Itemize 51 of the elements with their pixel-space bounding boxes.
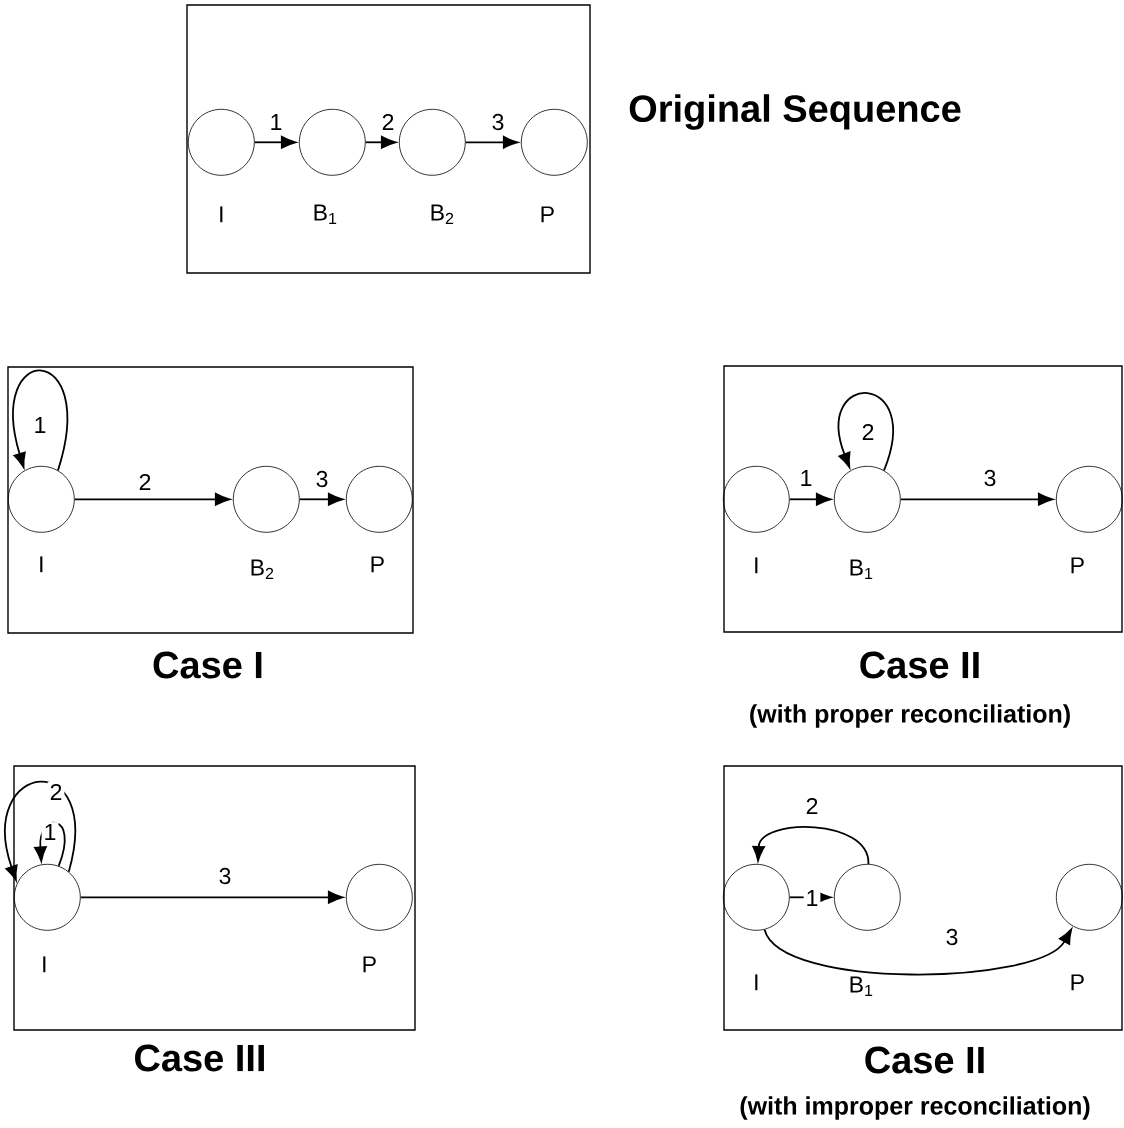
arrow — [79, 891, 344, 904]
arrow — [364, 136, 397, 149]
edge-label: 1 — [267, 112, 285, 132]
edge-label: 1 — [41, 822, 59, 842]
state-label: P — [371, 556, 384, 573]
arrow — [12, 369, 69, 472]
edge-label: 2 — [803, 796, 821, 817]
edge-label: 1 — [797, 468, 815, 488]
arrow — [752, 826, 870, 865]
state-label: I — [40, 556, 43, 573]
edge-label: 3 — [216, 865, 234, 887]
panel-subtitle: (with improper reconciliation) — [740, 1096, 1090, 1120]
edge-label: 2 — [136, 471, 154, 493]
state-label: B$_{1}$ — [850, 976, 873, 996]
state-label: I — [755, 557, 758, 574]
edge-label: 2 — [379, 111, 397, 133]
edge-label: 1 — [31, 415, 49, 435]
arrow — [253, 136, 297, 149]
state-label: B$_{2}$ — [251, 559, 274, 579]
state-label: I — [220, 206, 223, 223]
panel-subtitle: (with proper reconciliation) — [750, 704, 1070, 728]
panel-title: Case II — [865, 1046, 984, 1074]
arrow — [838, 392, 894, 472]
arrow — [788, 493, 832, 506]
state-label: I — [43, 956, 46, 973]
state-label: P — [541, 206, 554, 223]
state-label: B$_{1}$ — [314, 204, 337, 224]
edge-label: 3 — [489, 111, 507, 133]
arrow — [464, 136, 519, 149]
state-label: B$_{1}$ — [850, 559, 873, 579]
arrow — [899, 493, 1054, 506]
arrow — [4, 780, 76, 881]
arrow — [298, 493, 344, 506]
panel-title: Case I — [153, 651, 262, 679]
panel-title: Case III — [135, 1044, 264, 1072]
state-label: P — [363, 956, 376, 973]
state-label: B$_{2}$ — [431, 204, 454, 224]
edge-label: 3 — [313, 468, 331, 490]
edge-label: 2 — [859, 421, 877, 443]
edge-label: 3 — [943, 926, 961, 948]
edge-label: 2 — [47, 782, 65, 803]
arrow — [73, 493, 231, 506]
edge-label: 3 — [981, 467, 999, 489]
panel-title: Original Sequence — [629, 94, 961, 130]
arrow — [34, 822, 66, 867]
state-label: P — [1071, 974, 1084, 991]
edge-label: 1 — [803, 888, 821, 908]
state-label: I — [755, 974, 758, 991]
state-label: P — [1071, 557, 1084, 574]
panel-title: Case II — [860, 651, 979, 679]
arrow — [763, 928, 1073, 976]
